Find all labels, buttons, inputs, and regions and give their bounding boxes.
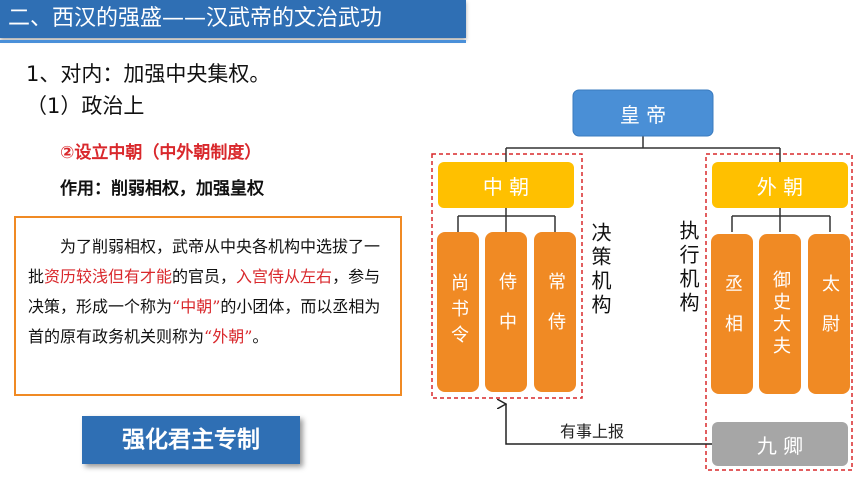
outer-court-label: 外 朝	[756, 174, 804, 199]
outer-member-label-2: 御史大夫	[759, 234, 801, 394]
inner-member-label-3: 常侍	[534, 232, 576, 392]
nine-ministers-label: 九 卿	[756, 433, 804, 458]
outer-member-label-3: 太尉	[808, 234, 850, 394]
inner-member-label-1: 尚书令	[437, 232, 479, 392]
para-highlight-1: 资历较浅但有才能	[44, 267, 173, 286]
emperor-box	[572, 89, 714, 137]
inner-member-box-2	[485, 232, 527, 392]
decision-group-border	[431, 153, 583, 399]
para-text-1: 为了削弱相权，武帝从中央各机构中选拔了一批	[28, 237, 381, 286]
inner-court-box	[438, 162, 574, 208]
inner-member-text-1: 尚书令	[448, 273, 469, 351]
execution-label: 执行机构	[676, 220, 700, 316]
inner-member-box-3	[534, 232, 576, 392]
point-1: 1、对内：加强中央集权。	[26, 62, 271, 86]
banner-underline	[0, 40, 466, 43]
inner-member-label-2: 侍中	[485, 232, 527, 392]
outer-member-box-3	[808, 234, 850, 394]
inner-member-text-2: 侍中	[496, 272, 517, 352]
para-text-4: 的小团体，而以丞相为首的原有政务机关则称为	[28, 297, 381, 346]
para-highlight-4: “外朝”	[204, 327, 253, 346]
execution-group-border	[705, 153, 853, 471]
subpoint-title: ②设立中朝（中外朝制度）	[60, 143, 262, 163]
summary-box: 强化君主专制	[82, 416, 300, 464]
para-highlight-3: “中朝”	[172, 297, 221, 316]
report-arrow	[506, 404, 712, 445]
para-highlight-2: 入宫侍从左右	[236, 267, 333, 286]
effect-text: 作用：削弱相权，加强皇权	[60, 179, 264, 199]
para-text-5: 。	[252, 327, 269, 346]
outer-member-box-1	[711, 234, 753, 394]
outer-member-label-1: 丞相	[711, 234, 753, 394]
section-banner: 二、西汉的强盛——汉武帝的文治武功	[0, 0, 466, 38]
inner-member-box-1	[437, 232, 479, 392]
report-label: 有事上报	[560, 422, 625, 441]
outer-court-box	[712, 162, 848, 208]
explanation-paragraph: 为了削弱相权，武帝从中央各机构中选拔了一批资历较浅但有才能的官员，入宫侍从左右，…	[14, 216, 402, 396]
para-text-3: ，参与决策，形成一个称为	[28, 267, 381, 316]
nine-ministers-box	[712, 422, 848, 466]
point-1-1: （1）政治上	[26, 94, 145, 118]
inner-court-label: 中 朝	[482, 174, 530, 199]
outer-member-box-2	[759, 234, 801, 394]
para-text-2: 的官员，	[172, 267, 237, 286]
outer-member-text-2: 御史大夫	[770, 270, 791, 358]
inner-member-text-3: 常侍	[545, 272, 566, 352]
emperor-label: 皇 帝	[619, 102, 667, 127]
decision-label: 决策机构	[588, 222, 612, 318]
outer-member-text-3: 太尉	[819, 274, 840, 354]
outer-member-text-1: 丞相	[722, 274, 743, 354]
